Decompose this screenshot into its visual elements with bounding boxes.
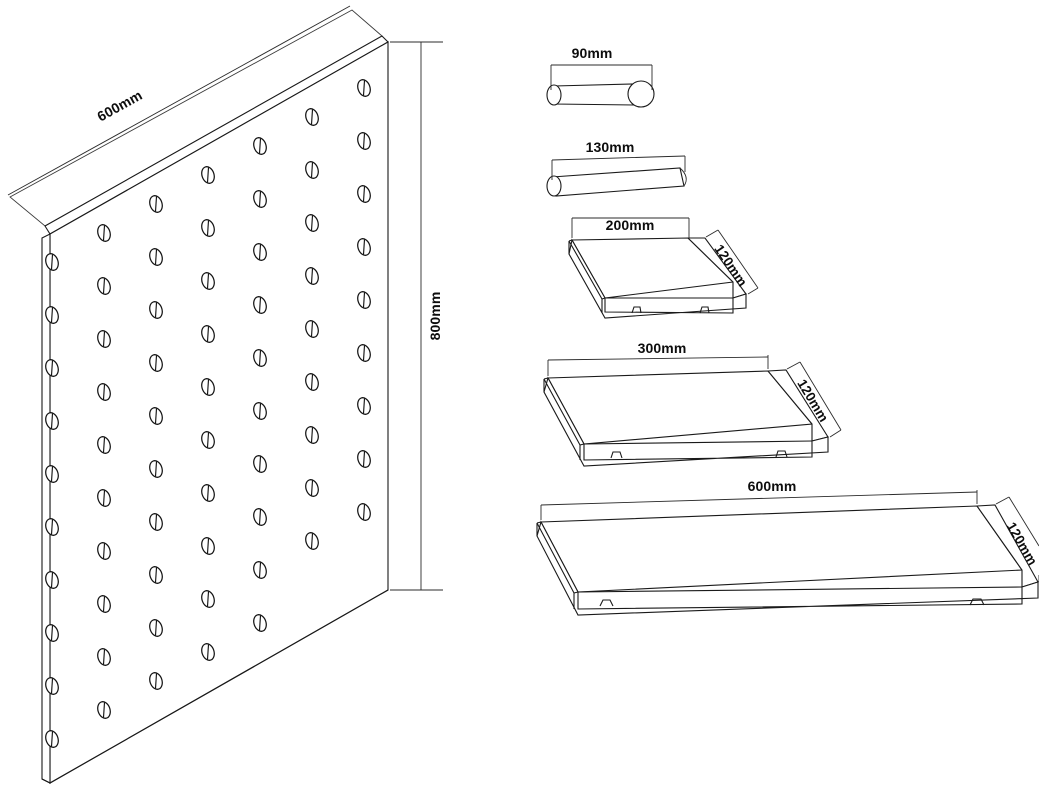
dimension-shelf-300-length: 300mm [547, 340, 769, 376]
shelf-600: 600mm 120mm [536, 478, 1039, 616]
shelf-300-notch-left [610, 451, 623, 459]
hole-column-1 [45, 253, 59, 748]
shelf-300-length-label: 300mm [638, 340, 687, 356]
shelf-300-left-inner [543, 378, 581, 460]
shelf-600-left-inner [536, 522, 575, 609]
dimension-peg-130: 130mm [551, 139, 686, 180]
hole-column-6 [305, 108, 319, 550]
dimension-shelf-200-length: 200mm [571, 217, 690, 238]
peg-hook-90: 90mm [546, 45, 655, 108]
peg-hook-130: 130mm [546, 139, 687, 197]
dimension-panel-height: 800mm [390, 41, 443, 591]
shelf-200-notch-right [699, 306, 710, 314]
shelf-600-left-edge [536, 521, 579, 594]
shelf-300-front-edge [583, 440, 813, 445]
shelf-200-notch-left [631, 306, 642, 314]
shelf-300: 300mm 120mm [543, 340, 842, 467]
shelf-300-notch-right [775, 450, 788, 458]
pegboard-panel [9, 9, 389, 784]
shelf-600-notch-left [599, 599, 614, 607]
shelf-300-front-lip [543, 376, 829, 467]
dimension-peg-90: 90mm [550, 45, 653, 90]
shelf-300-left-edge [543, 377, 585, 446]
shelf-200-front-lip [568, 238, 747, 319]
panel-bottom-edge [41, 589, 389, 784]
hole-column-3 [149, 195, 163, 690]
peg-90-label: 90mm [572, 45, 613, 61]
shelf-200: 200mm 120mm [568, 217, 759, 319]
peg-130-label: 130mm [586, 139, 635, 155]
hole-column-7 [357, 79, 371, 521]
hole-column-5 [253, 137, 267, 632]
shelf-600-top-face [540, 505, 1024, 593]
shelf-300-top-face [547, 370, 814, 445]
peg-90-left-end [546, 84, 562, 106]
panel-height-label: 800mm [427, 292, 443, 341]
shelf-600-notch-right [969, 598, 985, 606]
peg-90-body [553, 83, 635, 106]
dimension-shelf-600-length: 600mm [540, 478, 978, 520]
hole-column-2 [97, 224, 111, 719]
hole-column-4 [201, 166, 215, 661]
shelf-600-front-edge [577, 586, 1023, 593]
pegboard-hole-grid [45, 79, 371, 748]
shelf-200-length-label: 200mm [606, 217, 655, 233]
shelf-600-length-label: 600mm [748, 478, 797, 494]
panel-width-label: 600mm [94, 87, 144, 125]
peg-130-body [551, 167, 685, 197]
shelf-200-left-inner [568, 240, 603, 313]
shelf-600-front-lip [536, 520, 1039, 616]
peg-130-left-end [546, 175, 562, 197]
peg-90-ball-end [627, 80, 655, 108]
peg-130-right-round [679, 167, 687, 187]
